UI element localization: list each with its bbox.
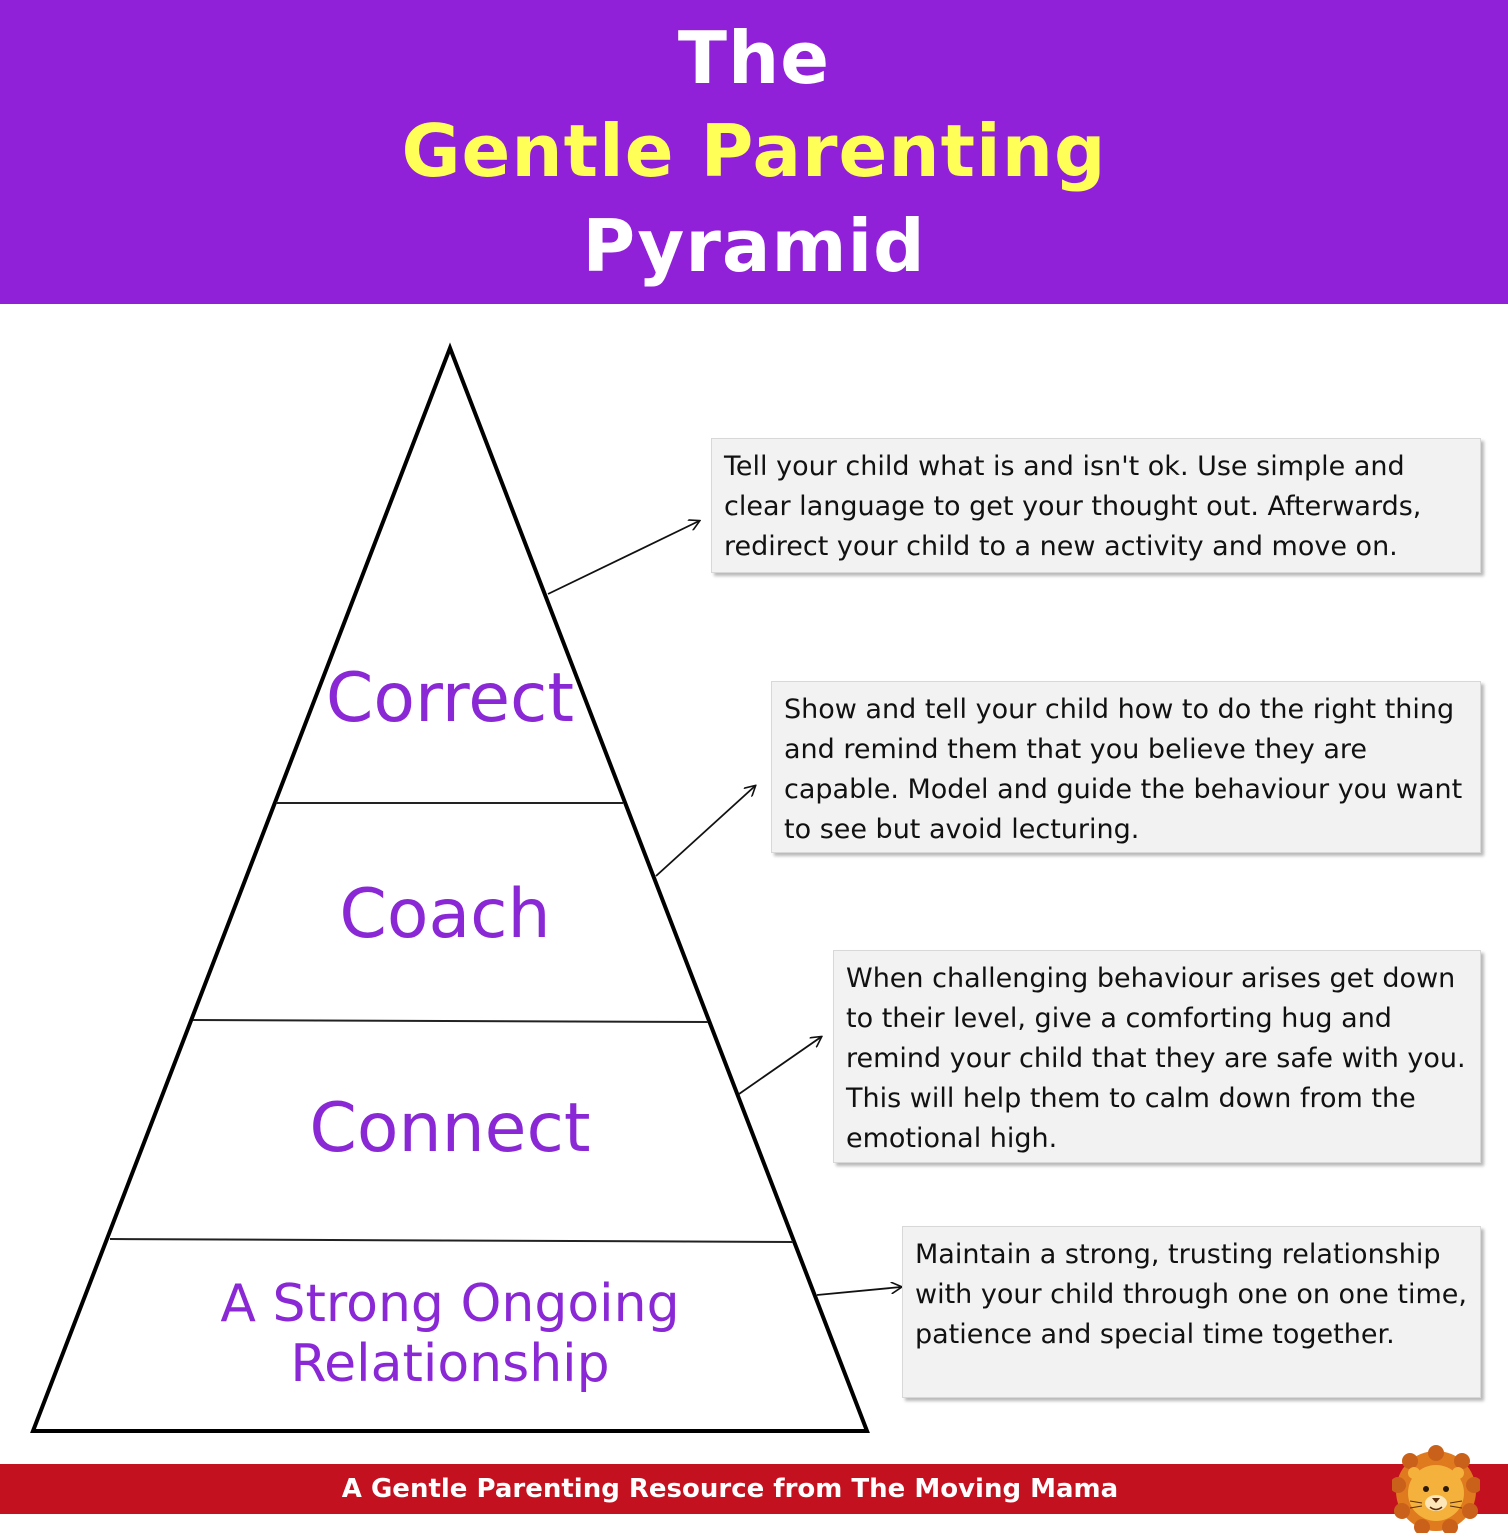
title-line-1: The (677, 16, 831, 100)
pyramid-outline (30, 342, 870, 1433)
callout-connect: When challenging behaviour arises get do… (833, 950, 1481, 1163)
footer-text: A Gentle Parenting Resource from The Mov… (341, 1474, 1119, 1504)
callout-coach: Show and tell your child how to do the r… (771, 681, 1481, 853)
title-line-2: Gentle Parenting (401, 109, 1107, 193)
title-line-3: Pyramid (582, 204, 926, 288)
arrow-strong (816, 1287, 901, 1296)
pyramid-divider-2 (192, 1019, 709, 1023)
footer-banner: A Gentle Parenting Resource from The Mov… (0, 1464, 1508, 1514)
level-label-correct: Correct (325, 659, 575, 738)
callout-correct: Tell your child what is and isn't ok. Us… (711, 438, 1481, 573)
callout-strong-relationship: Maintain a strong, trusting relationship… (902, 1226, 1481, 1398)
level-label-strong-relationship: A Strong Ongoing Relationship (220, 1274, 680, 1394)
level-label-coach: Coach (339, 875, 551, 954)
header-banner: The Gentle Parenting Pyramid (0, 0, 1508, 304)
arrow-correct (547, 521, 699, 595)
lion-icon (1392, 1445, 1480, 1533)
level-label-connect: Connect (309, 1089, 591, 1168)
pyramid-divider-3 (109, 1238, 794, 1243)
arrow-connect (738, 1037, 821, 1095)
arrow-coach (655, 786, 755, 877)
